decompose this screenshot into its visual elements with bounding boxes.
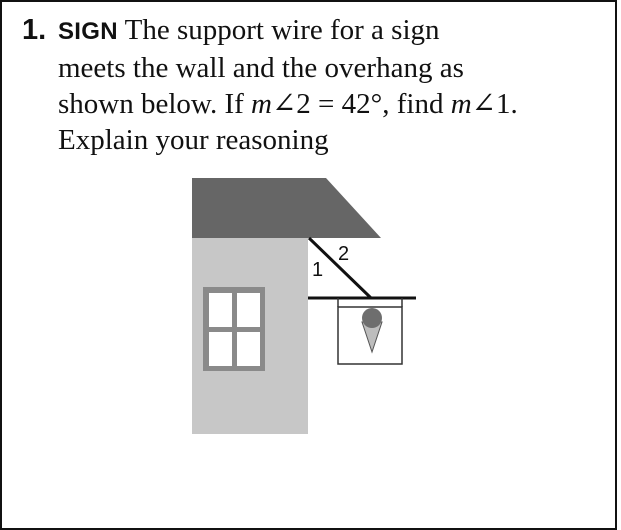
problem-text: SIGN The support wire for a sign meets t… (22, 12, 612, 158)
problem-number: 1. (22, 14, 47, 46)
problem-line-1: SIGN The support wire for a sign (58, 12, 612, 50)
window-pane (237, 332, 260, 366)
problem-line-3-c: ∠1. (471, 88, 518, 120)
icecream-scoop-icon (362, 308, 382, 328)
angle-2-label: 2 (338, 243, 349, 265)
problem-line-3: shown below. If m∠2 = 42°, find m∠1. (58, 86, 612, 122)
problem-line-4: Explain your reasoning (58, 124, 329, 156)
measure-symbol-1: m (251, 88, 272, 120)
measure-symbol-2: m (450, 88, 472, 120)
problem-line-2: meets the wall and the overhang as (58, 52, 464, 84)
problem-statement: 1. SIGN The support wire for a sign meet… (22, 12, 612, 158)
problem-line-3-a: shown below. If (58, 88, 252, 120)
problem-line-1-text: The support wire for a sign (124, 14, 440, 46)
roof (192, 178, 381, 238)
window-pane (237, 293, 260, 327)
problem-line-3-b: ∠2 = 42°, find (271, 88, 451, 120)
problem-label: SIGN (58, 18, 118, 45)
window-pane (209, 332, 232, 366)
support-wire (307, 236, 373, 300)
window-pane (209, 293, 232, 327)
angle-1-label: 1 (312, 259, 323, 281)
